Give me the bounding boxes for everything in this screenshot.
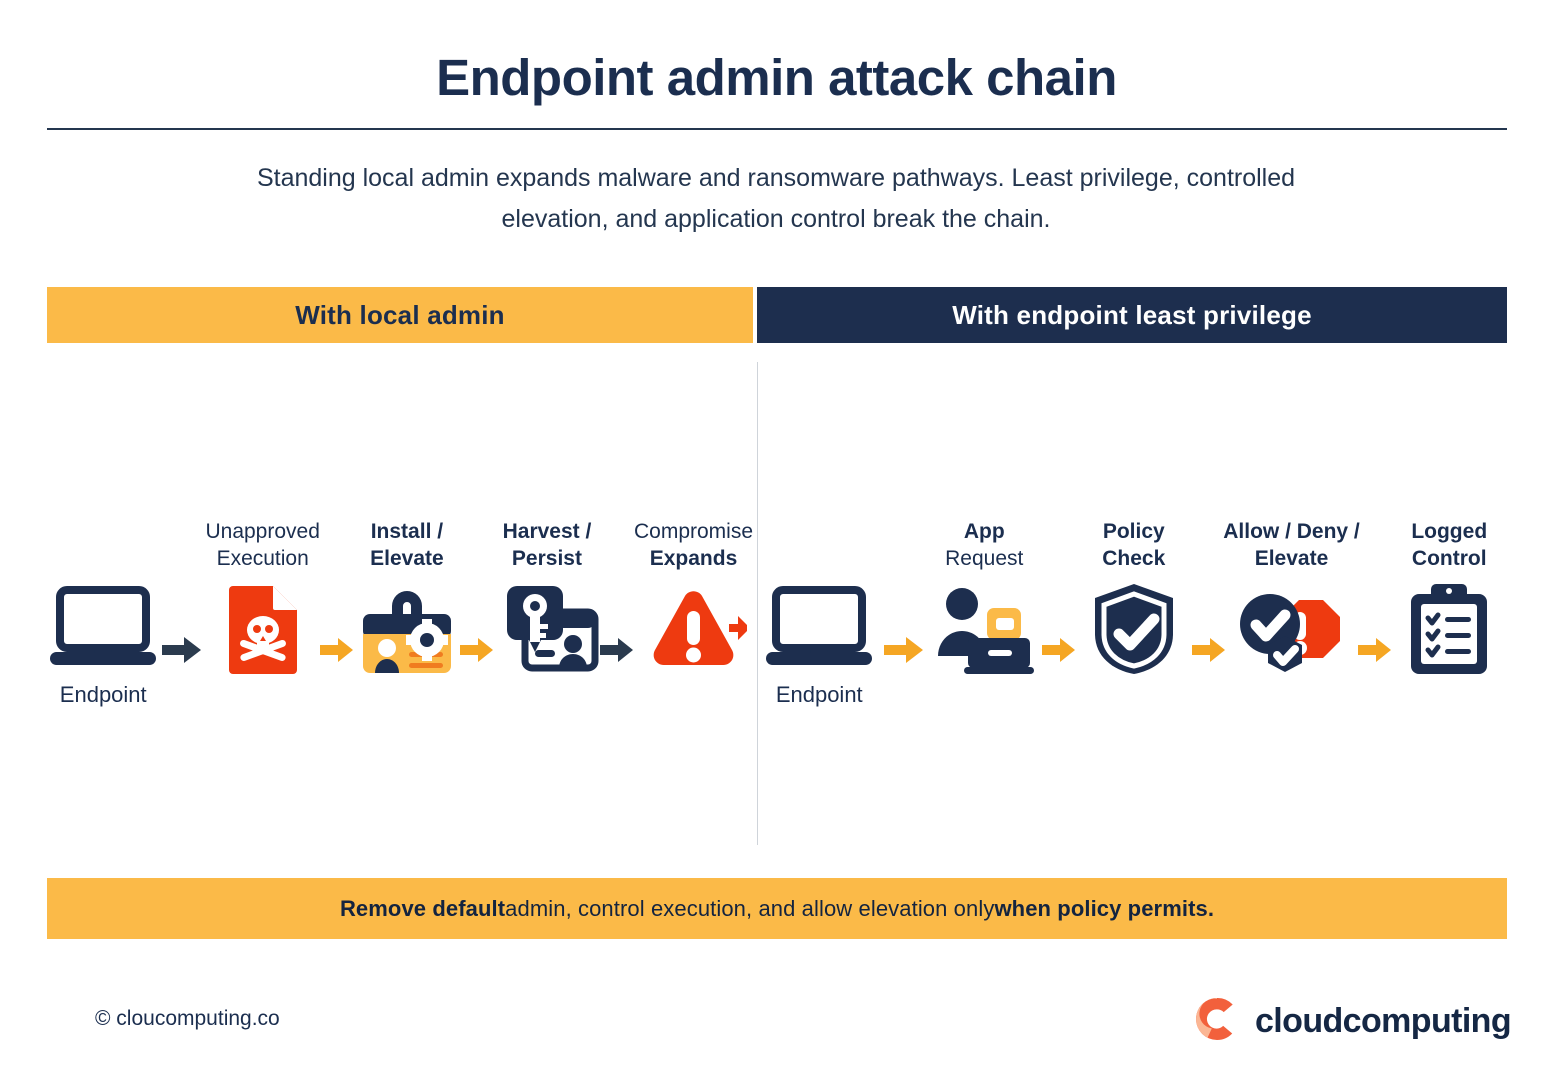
step-harvest-persist: Harvest / Persist <box>494 514 600 708</box>
laptop-icon <box>763 576 875 672</box>
step-caption: Logged Control <box>1411 514 1487 572</box>
step-caption: Policy Check <box>1102 514 1165 572</box>
step-app-request: App Request <box>927 514 1043 708</box>
arrow-4-right <box>1357 602 1392 698</box>
caption-line-2: Request <box>945 547 1024 570</box>
arrow-3-left <box>459 602 494 698</box>
panel-least-privilege: Endpoint App Request <box>758 362 1507 845</box>
panel-local-admin: Endpoint Unapproved Execution <box>47 362 753 845</box>
step-allow-deny-elevate: Allow / Deny / Elevate <box>1223 514 1360 708</box>
arrow-2-left <box>319 602 354 698</box>
allow-deny-icon <box>1236 580 1348 676</box>
step-row-local-admin: Endpoint Unapproved Execution <box>47 510 753 708</box>
caption-line-2: Elevate <box>1254 547 1329 570</box>
page-subtitle: Standing local admin expands malware and… <box>246 158 1306 240</box>
caption-line-1: Install / <box>370 520 444 543</box>
step-row-least-privilege: Endpoint App Request <box>758 510 1507 708</box>
step-unapproved-execution: Unapproved Execution <box>205 514 320 708</box>
summary-banner: Remove default admin, control execution,… <box>47 878 1507 939</box>
caption-line-2: Persist <box>511 547 582 570</box>
arrow-1-left <box>159 602 205 698</box>
column-header-local-admin: With local admin <box>47 287 753 343</box>
caption-line-1: App <box>963 520 1005 543</box>
caption-line-1: Allow / Deny / <box>1223 520 1360 543</box>
endpoint-label-left: Endpoint <box>59 682 147 707</box>
id-badge-gear-icon <box>355 580 459 676</box>
banner-bold-start: Remove default <box>339 895 506 921</box>
brand-logo[interactable]: cloudcomputing <box>1193 995 1512 1048</box>
user-app-request-icon <box>932 580 1036 676</box>
caption-line-1: Policy <box>1102 520 1165 543</box>
caption-line-2: Control <box>1411 547 1487 570</box>
caption-line-2: Execution <box>216 547 309 570</box>
logo-wordmark: cloudcomputing <box>1255 1002 1512 1040</box>
step-logged-control: Logged Control <box>1392 514 1508 708</box>
subtitle-line-2: controlled elevation, and application co… <box>501 164 1296 233</box>
caption-line-1: Compromise <box>633 520 754 543</box>
page-title: Endpoint admin attack chain <box>436 49 1117 106</box>
step-caption: Harvest / Persist <box>503 514 592 572</box>
column-header-least-privilege: With endpoint least privilege <box>757 287 1507 343</box>
caption-line-2: Expands <box>649 547 738 570</box>
laptop-icon <box>47 576 159 672</box>
shield-check-icon <box>1091 580 1177 676</box>
caption-line-2: Check <box>1102 547 1166 570</box>
title-divider-rule <box>47 128 1507 130</box>
c-mark-icon <box>1193 995 1241 1048</box>
banner-middle: admin, control execution, and allow elev… <box>505 895 995 921</box>
key-credential-icon <box>495 580 599 676</box>
arrow-4-left <box>599 602 634 698</box>
banner-bold-end: when policy permits. <box>994 895 1215 921</box>
caption-line-1: Logged <box>1411 520 1488 543</box>
caption-line-2: Elevate <box>370 547 444 570</box>
caption-line-1: Unapproved <box>205 520 320 543</box>
column-divider <box>757 362 758 845</box>
step-compromise-expands: Compromise Expands <box>634 514 753 708</box>
step-policy-check: Policy Check <box>1076 514 1192 708</box>
step-caption: App Request <box>945 514 1023 572</box>
arrow-3-right <box>1191 602 1226 698</box>
step-endpoint-left: Endpoint <box>47 510 159 708</box>
warning-triangle-icon <box>641 580 747 676</box>
subtitle-line-1: Standing local admin expands malware and… <box>256 164 1180 192</box>
clipboard-check-icon <box>1407 580 1491 676</box>
arrow-1-right <box>881 602 927 698</box>
arrow-2-right <box>1042 602 1076 698</box>
step-caption: Install / Elevate <box>370 514 444 572</box>
copyright-text: © cloucomputing.co <box>95 1007 280 1030</box>
endpoint-label-right: Endpoint <box>775 682 863 707</box>
step-install-elevate: Install / Elevate <box>354 514 460 708</box>
step-endpoint-right: Endpoint <box>758 510 881 708</box>
malware-file-icon <box>225 580 301 676</box>
step-caption: Compromise Expands <box>634 514 753 572</box>
step-caption: Unapproved Execution <box>205 514 319 572</box>
caption-line-1: Harvest / <box>502 520 592 543</box>
step-caption: Allow / Deny / Elevate <box>1223 514 1360 572</box>
